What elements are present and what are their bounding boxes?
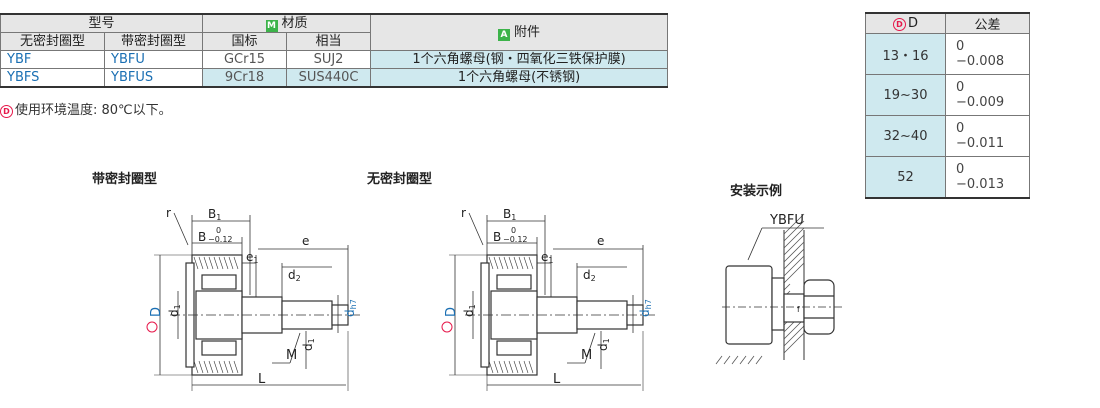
tolerance-header: 公差 — [945, 12, 1030, 34]
material-badge-icon: M — [265, 19, 278, 32]
table-row: YBF YBFU GCr15 SUJ2 1个六角螺母(钢・四氧化三铁保护膜) — [0, 50, 669, 69]
svg-text:D: D — [149, 307, 164, 317]
svg-text:e1: e1 — [541, 250, 553, 265]
accessory-cell: 1个六角螺母(不锈钢) — [370, 68, 669, 88]
equivalent-material: SUJ2 — [286, 50, 372, 69]
equivalent-material: SUS440C — [286, 68, 372, 88]
svg-text:L: L — [258, 372, 266, 387]
svg-text:B: B — [493, 230, 501, 244]
svg-text:e: e — [597, 234, 604, 248]
svg-text:d2: d2 — [288, 268, 301, 283]
accessory-cell: 1个六角螺母(钢・四氧化三铁保护膜) — [370, 50, 669, 69]
svg-text:−0.12: −0.12 — [208, 235, 233, 244]
svg-text:M: M — [286, 348, 297, 363]
warning-mark-icon: D — [0, 105, 13, 118]
svg-text:B1: B1 — [208, 207, 221, 222]
install-model-label: YBFU — [769, 213, 804, 228]
svg-text:B1: B1 — [503, 207, 516, 222]
table-row: 32~40 0−0.011 — [865, 115, 1030, 157]
equivalent-header: 相当 — [286, 32, 372, 51]
national-material: GCr15 — [202, 50, 288, 69]
no-seal-code: YBF — [0, 50, 105, 69]
table-row: YBFS YBFUS 9Cr18 SUS440C 1个六角螺母(不锈钢) — [0, 68, 669, 88]
with-seal-caption: 带密封圈型 — [92, 172, 158, 187]
table-row: 13・16 0−0.008 — [865, 33, 1030, 75]
with-seal-code: YBFUS — [103, 68, 204, 88]
svg-text:M: M — [581, 348, 592, 363]
svg-text:d1: d1 — [167, 304, 182, 317]
model-header: 型号 — [0, 13, 204, 33]
svg-text:r: r — [461, 206, 466, 220]
accessory-badge-icon: A — [498, 28, 511, 41]
no-seal-code: YBFS — [0, 68, 105, 88]
table-row: 19~30 0−0.009 — [865, 74, 1030, 116]
svg-text:d1: d1 — [462, 304, 477, 317]
svg-text:e: e — [302, 234, 309, 248]
install-f-label: f — [797, 305, 800, 314]
no-seal-header: 无密封圈型 — [0, 32, 105, 51]
svg-text:D: D — [444, 307, 459, 317]
install-caption: 安装示例 — [730, 184, 783, 199]
with-seal-header: 带密封圈型 — [103, 32, 204, 51]
svg-text:L: L — [553, 372, 561, 387]
svg-text:d1: d1 — [301, 338, 316, 351]
svg-text:0: 0 — [511, 226, 516, 235]
warning-mark-icon: D — [892, 18, 906, 31]
svg-text:e1: e1 — [246, 250, 258, 265]
national-header: 国标 — [202, 32, 288, 51]
svg-text:0: 0 — [216, 226, 221, 235]
svg-text:B: B — [198, 230, 206, 244]
svg-text:r: r — [166, 206, 171, 220]
table-row: 52 0−0.013 — [865, 156, 1030, 199]
svg-text:−0.12: −0.12 — [503, 235, 528, 244]
no-seal-caption: 无密封圈型 — [367, 172, 433, 187]
national-material: 9Cr18 — [202, 68, 288, 88]
install-drawing: YBFU f — [715, 213, 842, 365]
svg-text:d1: d1 — [596, 338, 611, 351]
with-seal-code: YBFU — [103, 50, 204, 69]
svg-text:d2: d2 — [583, 268, 596, 283]
